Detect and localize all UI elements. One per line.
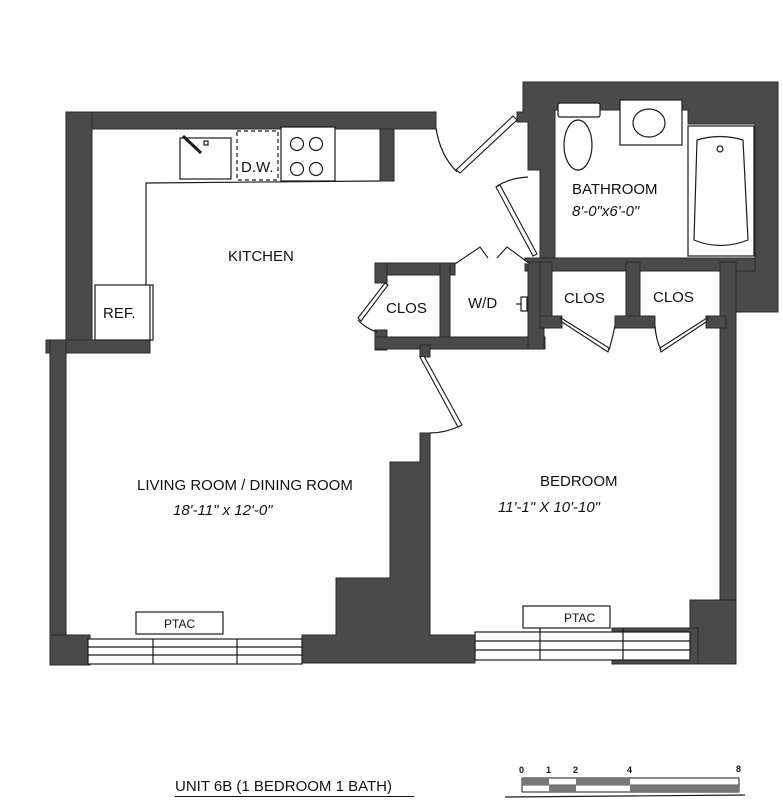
- tub-drain-icon: [716, 145, 724, 153]
- scale-tick-2: 2: [573, 765, 578, 775]
- wall-bottom-left: [49, 634, 91, 666]
- scale-tick-0: 0: [519, 765, 524, 775]
- wall-clos-left-top: [374, 262, 388, 284]
- room-labels: KITCHEN BATHROOM 8'-0"x6'-0" CLOS W/D CL…: [137, 181, 694, 519]
- bedroom-closet-2-swing: [654, 325, 662, 351]
- hall-closet-label: CLOS: [386, 300, 427, 317]
- bathroom-dimensions: 8'-0"x6'-0": [572, 203, 640, 220]
- range-icon: [280, 126, 336, 182]
- hall-closet-door[interactable]: [357, 282, 389, 322]
- ptac-units: PTAC PTAC: [135, 605, 611, 635]
- faucet-knob-icon: [203, 140, 209, 146]
- ptac-living: [135, 611, 224, 635]
- burner-icon: [308, 161, 324, 177]
- wd-door-left[interactable]: [454, 246, 489, 265]
- living-room-label: LIVING ROOM / DINING ROOM: [137, 477, 353, 494]
- bedroom-closet-1-label: CLOS: [564, 290, 605, 307]
- washer-dryer-label: W/D: [468, 295, 497, 312]
- wall-bedroom-right: [719, 261, 737, 608]
- toilet-tank-icon: [557, 102, 601, 118]
- kitchen-fixtures: D.W. REF.: [94, 126, 381, 341]
- bedroom-dimensions: 11'-1" X 10'-10": [498, 499, 601, 516]
- sink-basin-icon: [632, 108, 666, 138]
- wall-central: [301, 432, 476, 664]
- dishwasher-icon: [236, 130, 279, 181]
- burner-icon: [289, 161, 305, 177]
- wd-hookup-icon: [520, 296, 528, 312]
- living-room-dimensions: 18'-11" x 12'-0": [173, 502, 273, 519]
- ptac-bedroom-label: PTAC: [564, 611, 595, 625]
- bedroom-closet-2-label: CLOS: [653, 289, 694, 306]
- window-living: [87, 638, 303, 665]
- wd-door-right[interactable]: [496, 246, 531, 265]
- wall-bclos-divider-stub: [614, 315, 656, 329]
- bedroom-closet-1-swing: [608, 325, 616, 351]
- unit-title: UNIT 6B (1 BEDROOM 1 BATH): [175, 778, 414, 797]
- hall-closet-door-swing: [357, 319, 378, 333]
- bedroom-closet-1-door[interactable]: [560, 316, 610, 353]
- toilet-bowl-icon: [563, 119, 593, 171]
- tub-basin-icon: [693, 135, 749, 247]
- doors: [357, 115, 708, 434]
- bedroom-label: BEDROOM: [540, 473, 618, 490]
- ptac-living-label: PTAC: [164, 617, 195, 631]
- burner-icon: [308, 136, 324, 152]
- bathroom-door-swing: [496, 176, 529, 187]
- burner-icon: [289, 136, 305, 152]
- bathroom-label: BATHROOM: [572, 181, 658, 198]
- bedroom-closet-2-door[interactable]: [659, 316, 708, 353]
- faucet-icon: [181, 134, 203, 155]
- wall-door-stub: [419, 344, 431, 358]
- kitchen-label: KITCHEN: [228, 248, 294, 265]
- refrigerator-label: REF.: [103, 305, 136, 322]
- dishwasher-label: D.W.: [241, 159, 274, 176]
- entry-door-swing: [435, 127, 458, 173]
- scale-bar: 0 1 2 4 8: [504, 764, 746, 798]
- entry-door[interactable]: [455, 115, 518, 174]
- wall-living-left: [49, 339, 67, 666]
- bathroom-fixtures: [557, 99, 755, 257]
- living-door[interactable]: [419, 355, 463, 428]
- scale-tick-8: 8: [736, 764, 741, 774]
- vanity-icon: [619, 99, 683, 146]
- wall-bclos1-stub: [539, 315, 563, 329]
- bathroom-door[interactable]: [495, 184, 538, 257]
- scale-tick-4: 4: [627, 765, 632, 775]
- window-bedroom: [474, 631, 691, 661]
- bathtub-icon: [687, 125, 755, 257]
- walls: [45, 81, 779, 666]
- wall-bclos2-stub: [705, 315, 727, 329]
- ptac-bedroom: [522, 605, 611, 629]
- living-door-swing: [429, 425, 461, 434]
- wall-kitchen-stub: [379, 128, 395, 182]
- wall-clos-wd-divider: [439, 262, 451, 349]
- wall-kitchen-left: [65, 111, 93, 348]
- windows: [87, 628, 691, 665]
- refrigerator-icon: [94, 284, 154, 341]
- wall-kitchen-top: [65, 111, 437, 130]
- wall-clos-bottom: [374, 336, 546, 350]
- scale-tick-1: 1: [546, 765, 551, 775]
